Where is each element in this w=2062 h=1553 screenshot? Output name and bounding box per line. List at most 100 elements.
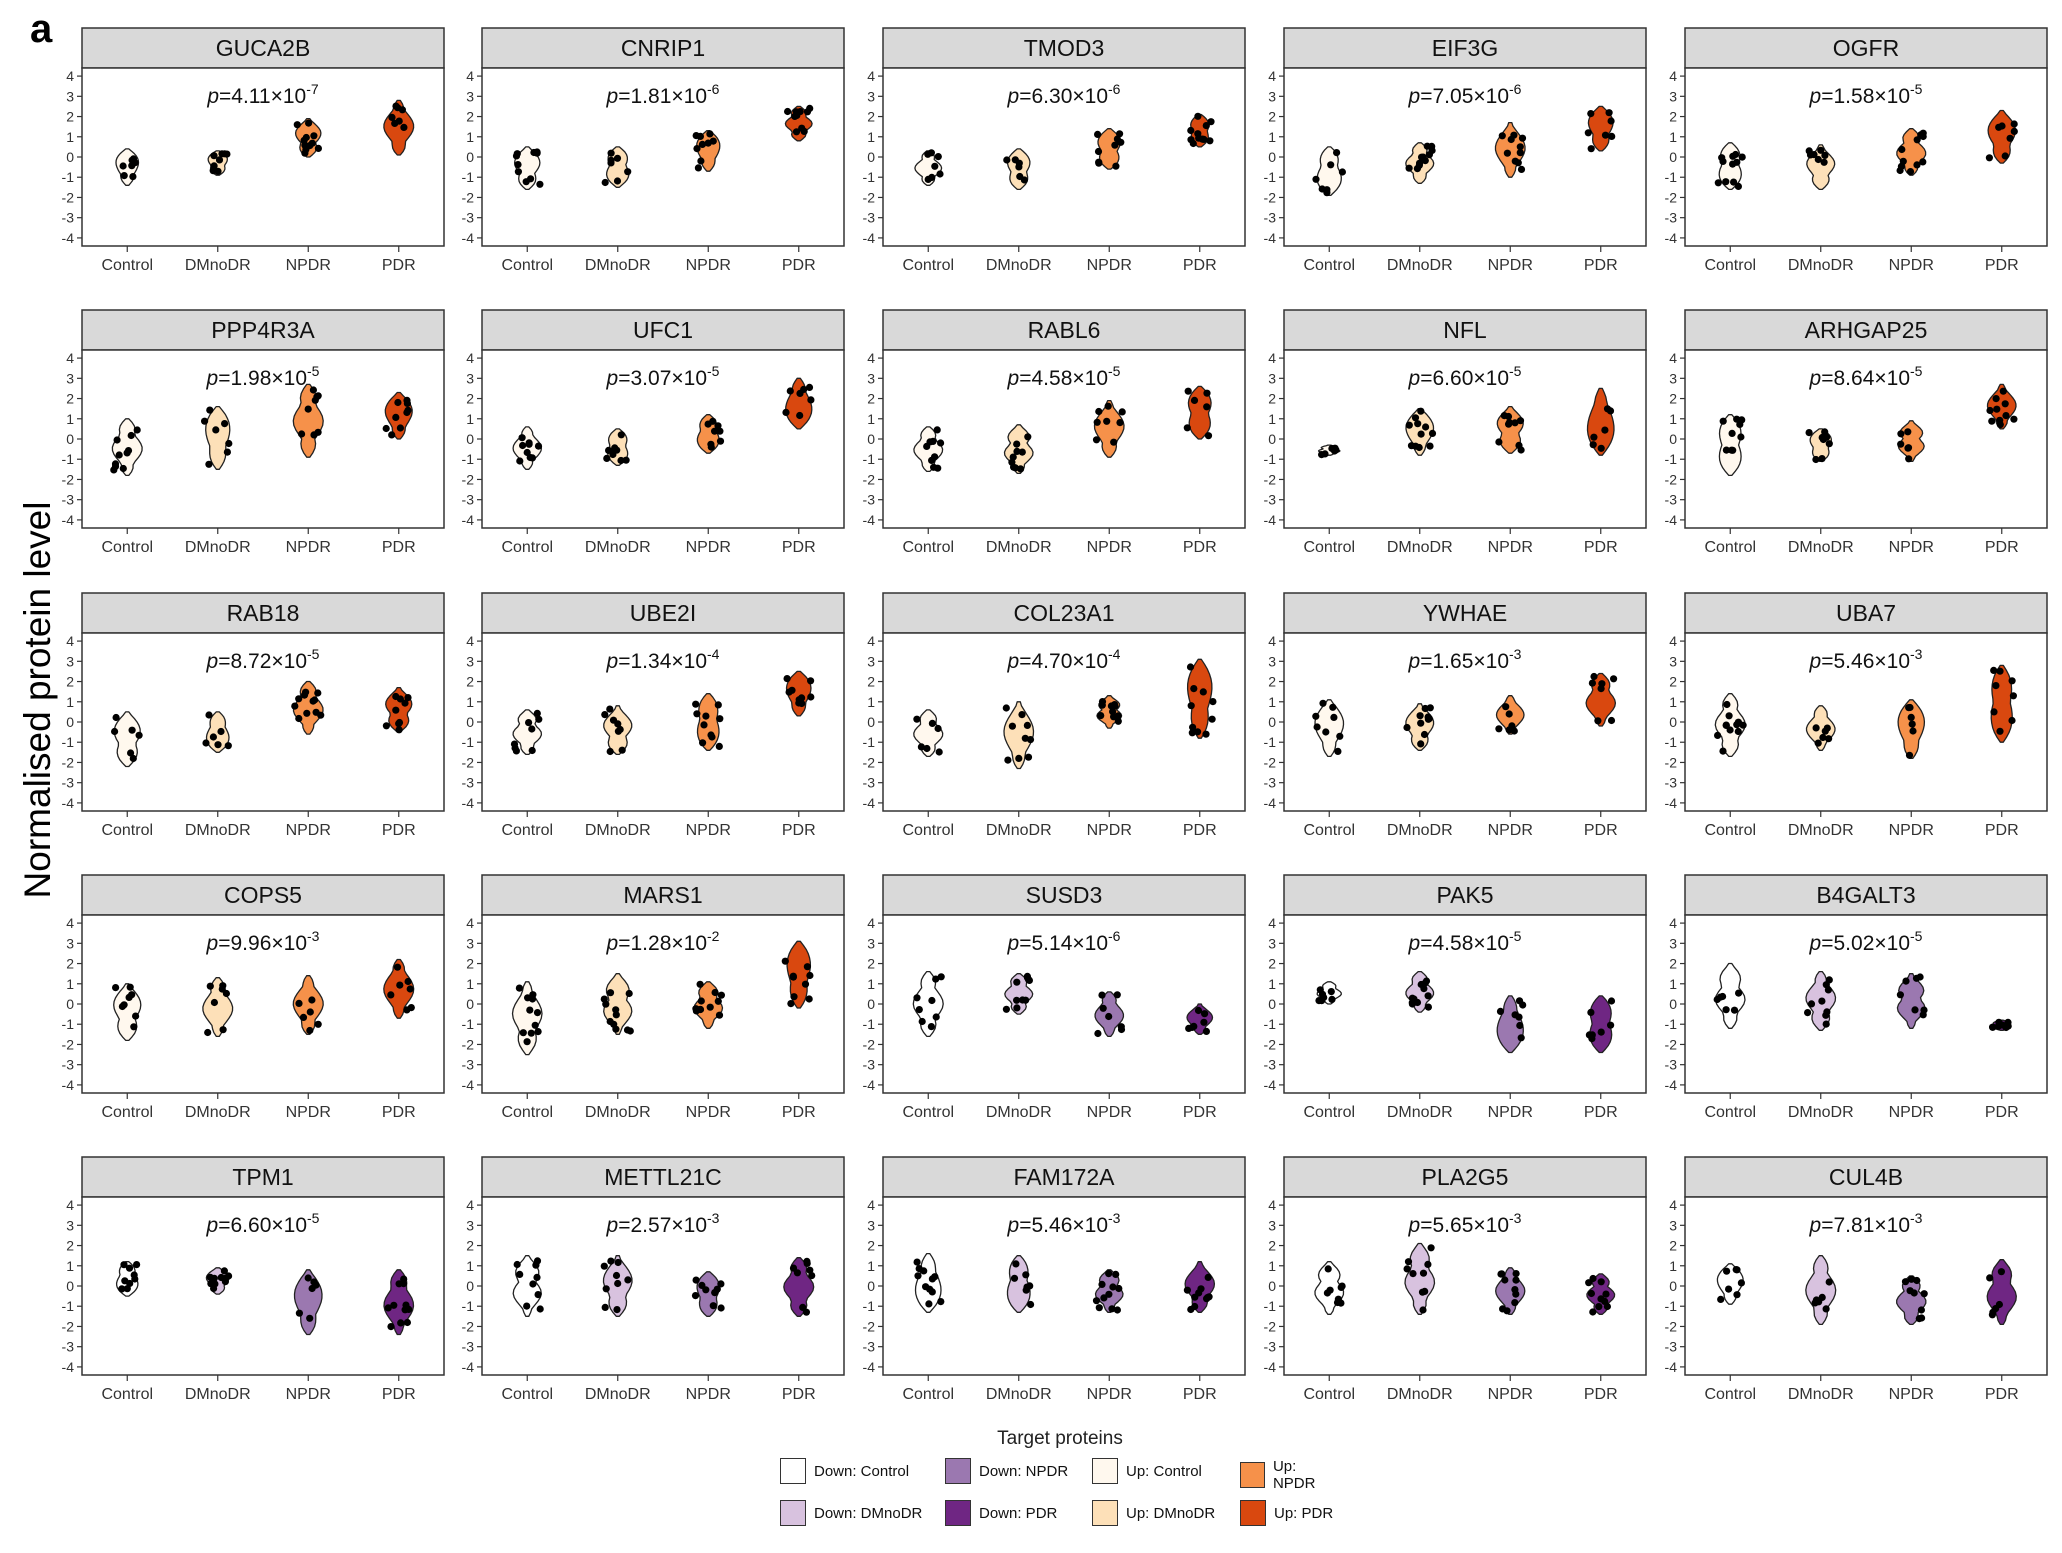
data-point — [1187, 126, 1195, 135]
p-value-label: p=1.28×10-2 — [606, 928, 720, 955]
y-tick-label: -4 — [62, 1077, 75, 1093]
y-tick-label: 3 — [466, 88, 474, 104]
data-point — [1197, 1285, 1205, 1293]
data-point — [524, 994, 532, 1002]
legend-label: Up: Control — [1126, 1462, 1202, 1480]
data-point — [1113, 1306, 1121, 1314]
data-point — [717, 1280, 725, 1288]
data-point — [1015, 754, 1023, 763]
y-tick-label: 2 — [1268, 674, 1276, 690]
plot-area — [81, 349, 445, 529]
data-point — [530, 148, 538, 157]
data-point — [1095, 1304, 1103, 1312]
data-point — [1995, 1018, 2003, 1026]
x-tick-label: PDR — [382, 822, 416, 839]
legend-label: Down: Control — [814, 1462, 910, 1480]
y-tick-label: 3 — [1268, 1217, 1276, 1233]
y-tick-label: 0 — [466, 714, 474, 730]
data-point — [1104, 402, 1112, 410]
data-point — [1996, 667, 2004, 675]
facet-strip — [81, 1156, 445, 1198]
x-tick-label: NPDR — [1889, 1386, 1934, 1403]
data-point — [1108, 1305, 1116, 1313]
data-point — [801, 980, 810, 988]
data-point — [1587, 145, 1595, 153]
x-tick-label: NPDR — [1087, 257, 1132, 274]
data-point — [1202, 730, 1210, 738]
data-point — [1814, 155, 1822, 164]
data-point — [1424, 1260, 1432, 1268]
data-point — [1734, 727, 1742, 736]
data-point — [788, 686, 796, 694]
data-point — [808, 1272, 816, 1280]
data-point — [1027, 1300, 1035, 1309]
data-point — [393, 963, 402, 971]
y-tick-label: -3 — [462, 210, 475, 226]
data-point — [310, 132, 318, 140]
data-point — [127, 749, 135, 757]
x-tick-label: PDR — [1183, 1104, 1217, 1121]
data-point — [807, 396, 815, 404]
data-point — [1517, 446, 1525, 454]
data-point — [1805, 429, 1813, 437]
y-tick-label: 4 — [1268, 68, 1276, 84]
data-point — [1915, 1315, 1923, 1323]
y-tick-label: -2 — [1264, 471, 1277, 487]
data-point — [1336, 732, 1344, 740]
data-point — [1194, 112, 1202, 120]
data-point — [1503, 149, 1511, 157]
y-tick-label: -4 — [863, 795, 876, 811]
data-point — [406, 985, 414, 993]
data-point — [1818, 1293, 1826, 1301]
data-point — [923, 744, 931, 753]
data-point — [1189, 723, 1197, 731]
data-point — [526, 1006, 534, 1014]
data-point — [1002, 1005, 1011, 1013]
data-point — [1904, 428, 1912, 436]
data-point — [1908, 720, 1916, 728]
data-point — [395, 1280, 403, 1288]
data-point — [1194, 728, 1202, 736]
data-point — [311, 696, 319, 704]
y-tick-label: -4 — [62, 795, 75, 811]
y-tick-label: -4 — [62, 230, 75, 246]
y-tick-label: -2 — [863, 471, 876, 487]
y-tick-label: 1 — [1669, 411, 1677, 427]
y-tick-label: -1 — [1264, 1298, 1277, 1314]
data-point — [1092, 1297, 1101, 1305]
facet-strip — [81, 874, 445, 916]
data-point — [624, 1276, 632, 1284]
x-tick-label: Control — [101, 822, 153, 839]
p-value-label: p=5.02×10-5 — [1809, 928, 1923, 955]
data-point — [937, 1298, 945, 1306]
data-point — [1010, 1274, 1019, 1282]
data-point — [1198, 135, 1206, 143]
data-point — [606, 747, 614, 756]
data-point — [525, 719, 533, 727]
data-point — [306, 1026, 314, 1035]
data-point — [622, 456, 630, 464]
data-point — [1804, 1009, 1812, 1017]
y-tick-label: 0 — [1669, 714, 1677, 730]
data-point — [1420, 985, 1428, 993]
p-value-label: p=1.81×10-6 — [606, 81, 720, 108]
plot-area — [481, 914, 845, 1094]
p-value-label: p=4.11×10-7 — [206, 81, 319, 108]
data-point — [1190, 685, 1198, 693]
y-tick-label: 0 — [1268, 714, 1276, 730]
data-point — [388, 431, 396, 439]
data-point — [702, 1286, 710, 1294]
p-value-label: p=4.58×10-5 — [1007, 363, 1121, 390]
data-point — [1735, 989, 1743, 997]
data-point — [1191, 1293, 1199, 1301]
data-point — [1995, 1300, 2003, 1309]
data-point — [702, 712, 710, 720]
data-point — [212, 426, 220, 434]
data-point — [711, 988, 719, 997]
y-tick-label: -1 — [1264, 1016, 1277, 1032]
y-tick-label: 4 — [466, 68, 474, 84]
data-point — [1426, 442, 1434, 450]
y-tick-label: 0 — [66, 1278, 74, 1294]
